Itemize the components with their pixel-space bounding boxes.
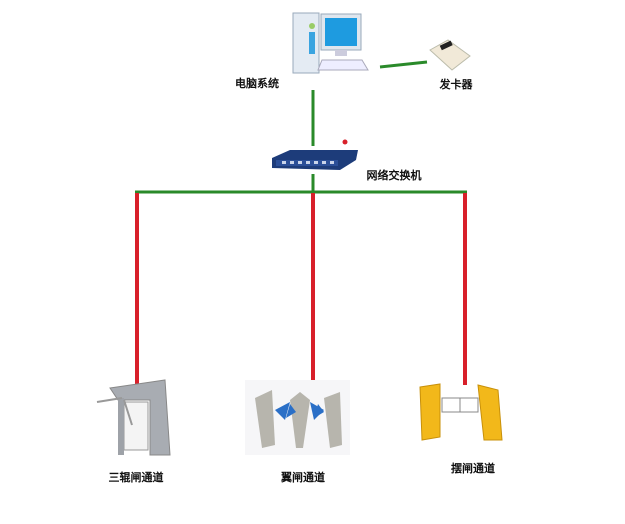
flap-barrier-icon: [245, 380, 350, 455]
label-computer: 电脑系统: [235, 77, 279, 90]
label-flap-barrier: 翼闸通道: [281, 471, 325, 484]
label-tripod-turnstile: 三辊闸通道: [108, 471, 164, 484]
label-swing-barrier: 摆闸通道: [451, 462, 495, 475]
red-dot: [342, 139, 348, 145]
computer-icon: [292, 12, 369, 74]
tripod-turnstile-icon: [96, 379, 171, 456]
label-switch: 网络交换机: [366, 169, 422, 182]
swing-barrier-icon: [419, 383, 503, 441]
label-card-issuer: 发卡器: [439, 78, 473, 91]
network-switch-icon: [272, 150, 358, 170]
card-issuer-icon: [429, 39, 471, 71]
link-computer-card-issuer: [379, 60, 428, 69]
